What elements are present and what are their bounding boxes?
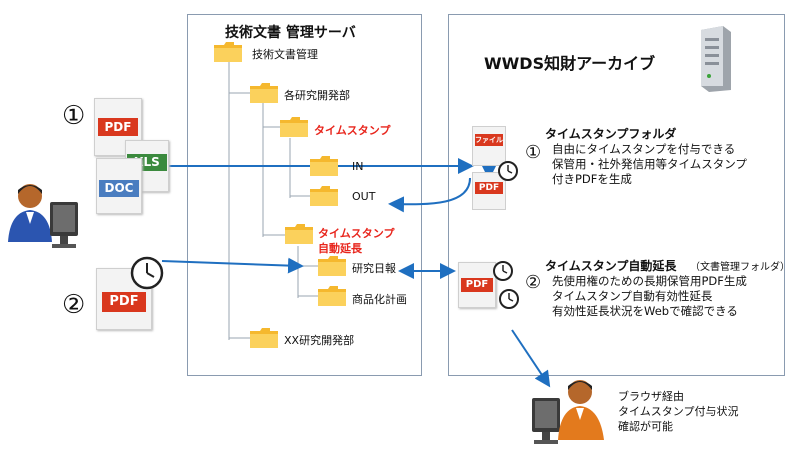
clock-icon bbox=[498, 288, 520, 310]
folder-label-ts-auto-1: タイムスタンプ bbox=[318, 227, 395, 240]
ts-folder-line-2: 保管用・社外発信用等タイムスタンプ bbox=[552, 157, 747, 171]
user-pc-icon bbox=[4, 176, 84, 256]
folder-icon[interactable] bbox=[285, 224, 313, 244]
archive-pdf-icon-2: PDF bbox=[458, 262, 496, 308]
user-pc-icon bbox=[528, 372, 608, 452]
folder-icon[interactable] bbox=[318, 286, 346, 306]
folder-icon[interactable] bbox=[310, 186, 338, 206]
folder-icon[interactable] bbox=[280, 117, 308, 137]
archive-file-icon: ファイル bbox=[472, 126, 506, 166]
file-label: ファイル bbox=[475, 134, 503, 146]
ts-folder-line-1: 自由にタイムスタンプを付与できる bbox=[552, 142, 736, 156]
folder-label-ts-auto-2: 自動延長 bbox=[318, 242, 362, 255]
clock-icon bbox=[497, 160, 519, 182]
archive-title: WWDS知財アーカイブ bbox=[484, 54, 656, 73]
browser-line-1: ブラウザ経由 bbox=[618, 390, 684, 403]
server-panel bbox=[187, 14, 422, 376]
arrow-pdf-to-report bbox=[161, 257, 304, 274]
ts-auto-line-1: 先使用権のための長期保管用PDF生成 bbox=[552, 274, 747, 288]
ts-folder-line-3: 付きPDFを生成 bbox=[552, 172, 632, 186]
browser-line-3: 確認が可能 bbox=[618, 420, 673, 433]
server-title: 技術文書 管理サーバ bbox=[225, 25, 356, 41]
doc-file-icon: DOC bbox=[96, 158, 142, 214]
folder-label-out: OUT bbox=[352, 190, 376, 203]
folder-icon[interactable] bbox=[214, 42, 242, 62]
folder-label-in: IN bbox=[352, 160, 364, 173]
archive-marker-1: ① bbox=[525, 142, 542, 163]
folder-icon[interactable] bbox=[250, 83, 278, 103]
folder-label-timestamp: タイムスタンプ bbox=[314, 124, 391, 137]
folder-label-report: 研究日報 bbox=[352, 262, 396, 275]
step-number-2: ② bbox=[62, 290, 86, 320]
arrow-archive-to-browser bbox=[511, 329, 551, 388]
arrow-archive-to-out bbox=[388, 177, 471, 213]
pdf-label-4: PDF bbox=[461, 278, 493, 292]
pdf-label: PDF bbox=[98, 118, 138, 136]
server-tower-icon bbox=[695, 24, 735, 94]
pdf-label-2: PDF bbox=[102, 292, 146, 312]
clock-icon bbox=[492, 260, 514, 282]
clock-icon bbox=[130, 256, 164, 290]
ts-folder-title: タイムスタンプフォルダ bbox=[545, 127, 677, 141]
archive-pdf-icon: PDF bbox=[472, 172, 506, 210]
folder-label-xx: XX研究開発部 bbox=[284, 334, 355, 347]
ts-auto-subtitle: （文書管理フォルダ） bbox=[690, 262, 790, 273]
browser-line-2: タイムスタンプ付与状況 bbox=[618, 405, 739, 418]
ts-auto-line-2: タイムスタンプ自動有効性延長 bbox=[552, 289, 713, 303]
folder-icon[interactable] bbox=[250, 328, 278, 348]
archive-marker-2: ② bbox=[525, 272, 542, 293]
folder-icon[interactable] bbox=[310, 156, 338, 176]
folder-label-plan: 商品化計画 bbox=[352, 293, 407, 306]
step-number-1: ① bbox=[62, 101, 86, 131]
folder-icon[interactable] bbox=[318, 256, 346, 276]
pdf-label-3: PDF bbox=[475, 182, 503, 194]
ts-auto-title: タイムスタンプ自動延長 bbox=[545, 259, 677, 273]
doc-label: DOC bbox=[99, 180, 139, 197]
ts-auto-line-3: 有効性延長状況をWebで確認できる bbox=[552, 304, 738, 318]
folder-label-dept: 各研究開発部 bbox=[284, 89, 350, 102]
folder-label-root: 技術文書管理 bbox=[252, 48, 318, 61]
